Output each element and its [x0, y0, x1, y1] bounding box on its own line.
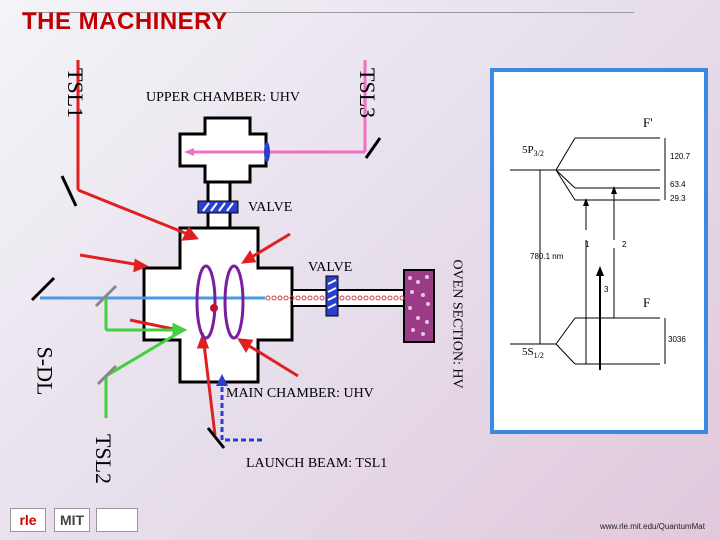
footer-url: www.rle.mit.edu/QuantumMat — [600, 522, 705, 531]
tsl3-label: TSL3 — [355, 67, 381, 119]
middle-valve — [325, 275, 339, 317]
main-chamber-label: MAIN CHAMBER: UHV — [226, 386, 374, 401]
launch-beam — [220, 382, 262, 442]
valve-mid-label: VALVE — [308, 260, 353, 275]
split-120: 120.7 — [670, 152, 691, 161]
mirror-bottom — [206, 427, 226, 449]
atom-cloud — [210, 304, 218, 312]
tsl2-label: TSL2 — [91, 433, 117, 485]
upper-lens — [264, 142, 270, 162]
page-title: THE MACHINERY — [22, 8, 228, 35]
transition-1: 1 — [585, 240, 590, 249]
mirror-left — [30, 276, 56, 302]
wavelength-label: 780.1 nm — [530, 252, 564, 261]
split-3036: 3036 — [668, 335, 686, 344]
split-29: 29.3 — [670, 194, 686, 203]
oven-label: OVEN SECTION: HV — [449, 259, 465, 389]
mot-coil-left — [195, 264, 217, 340]
rle-logo: rle — [10, 508, 46, 532]
sdl-label: S-DL — [32, 346, 58, 396]
f-label: F — [643, 295, 651, 310]
transition-3: 3 — [604, 285, 609, 294]
upper-chamber — [178, 116, 268, 184]
mirror-top-right — [364, 137, 382, 159]
valve-top-label: VALVE — [248, 200, 293, 215]
p-level-label: 5P3/2 — [522, 144, 544, 159]
mot-coil-right — [223, 264, 245, 340]
mirror-top-left — [60, 175, 78, 207]
energy-panel — [490, 68, 708, 434]
s-level-label: 5S1/2 — [522, 346, 544, 361]
launch-label: LAUNCH BEAM: TSL1 — [246, 456, 388, 471]
atomic-beam — [265, 295, 405, 301]
mit-logo: MIT — [54, 508, 90, 532]
upper-chamber-label: UPPER CHAMBER: UHV — [146, 90, 301, 105]
transition-2: 2 — [622, 240, 627, 249]
f-prime-label: F' — [643, 115, 653, 130]
split-63: 63.4 — [670, 180, 686, 189]
oven-tube — [291, 289, 405, 307]
title-rule — [22, 12, 634, 13]
seal-logo — [96, 508, 138, 532]
tsl1-label: TSL1 — [63, 67, 89, 119]
